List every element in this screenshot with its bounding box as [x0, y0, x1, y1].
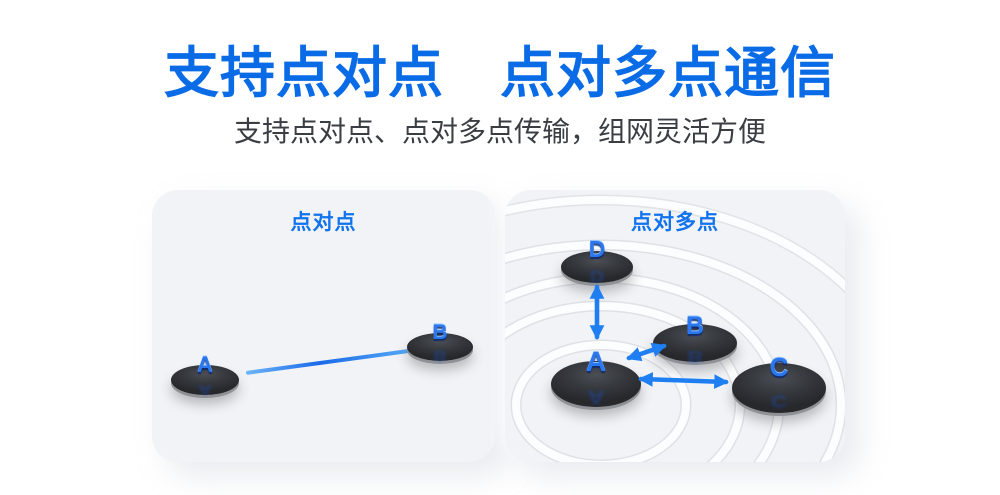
node-label-d: D — [588, 236, 606, 262]
node-label-a: A — [585, 346, 607, 377]
node-disc-c — [732, 363, 826, 413]
panel-point-to-point: 点对点 A A B B — [152, 190, 495, 462]
node-disc-b — [407, 333, 473, 361]
node-label-b: B — [432, 321, 448, 344]
page-title: 支持点对点 点对多点通信 — [163, 42, 836, 104]
panel-point-to-multipoint-label: 点对多点 — [631, 211, 719, 234]
arrow-a-c — [638, 372, 729, 389]
node-disc-a — [551, 361, 641, 407]
panel-point-to-multipoint: 点对多点 D D B B A A C C — [505, 190, 845, 462]
node-label-c: C — [769, 352, 789, 382]
node-disc-d — [561, 251, 633, 283]
node-label-a: A — [197, 352, 213, 377]
node-label-b-reflection: B — [433, 348, 447, 364]
node-disc-b — [653, 324, 737, 362]
page-subtitle: 支持点对点、点对多点传输，组网灵活方便 — [233, 116, 766, 147]
link-arrows — [589, 284, 729, 389]
node-label-a-reflection: A — [198, 381, 212, 398]
panel-point-to-point-label: 点对点 — [290, 211, 357, 234]
link-line-a-b — [245, 348, 410, 375]
arrow-a-b — [626, 342, 667, 362]
node-disc-a — [171, 365, 239, 395]
node-label-b: B — [685, 312, 705, 340]
